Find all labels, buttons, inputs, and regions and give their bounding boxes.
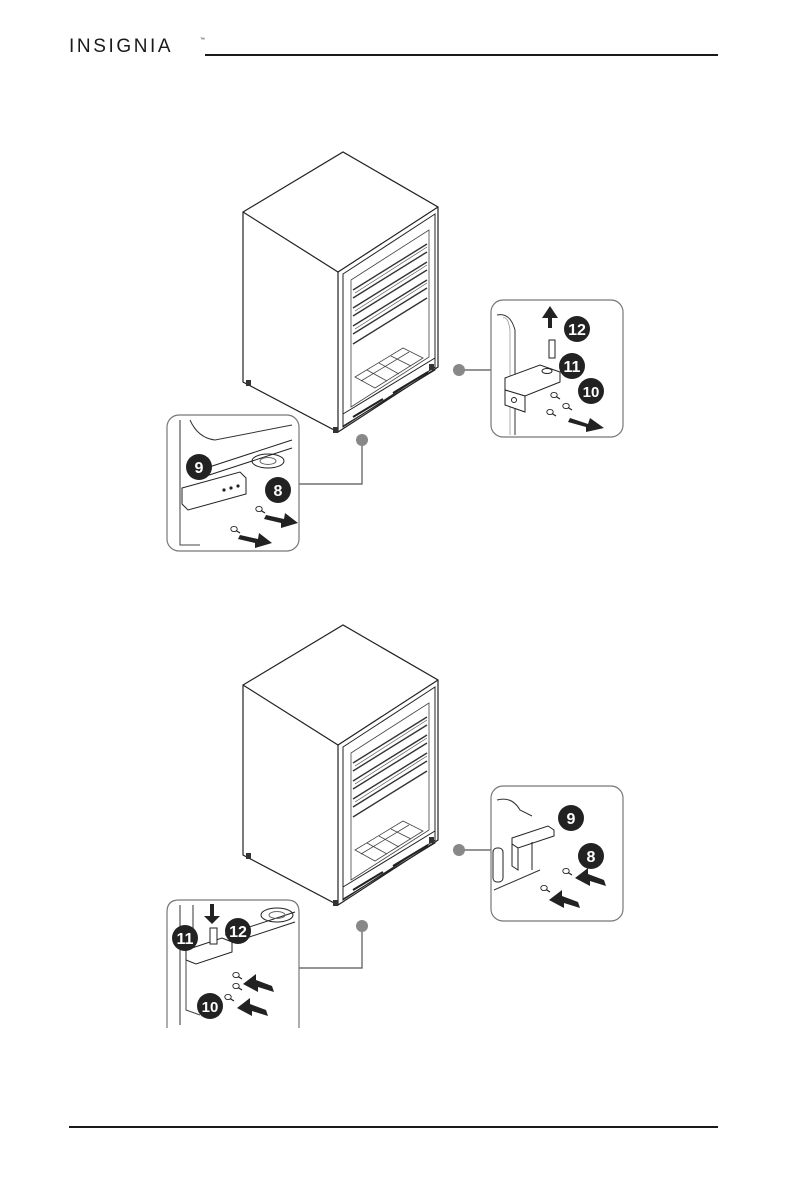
callout-9: 9 <box>558 805 584 831</box>
leader-line <box>298 440 362 484</box>
callout-8: 8 <box>578 843 604 869</box>
callout-10: 10 <box>197 993 223 1019</box>
callout-dot <box>453 364 465 376</box>
callout-11: 11 <box>559 353 585 379</box>
leader-line <box>298 926 362 968</box>
callout-dot <box>356 434 368 446</box>
svg-text:9: 9 <box>567 811 576 828</box>
callout-12: 12 <box>564 316 590 342</box>
callout-dot <box>453 844 465 856</box>
svg-text:12: 12 <box>229 924 247 941</box>
detail-top-hinge-removal <box>491 300 623 437</box>
svg-text:9: 9 <box>195 460 204 477</box>
callout-10: 10 <box>578 378 604 404</box>
svg-text:11: 11 <box>564 359 581 376</box>
svg-text:11: 11 <box>177 931 194 948</box>
svg-text:10: 10 <box>202 999 219 1016</box>
callout-9: 9 <box>186 454 212 480</box>
callout-8: 8 <box>265 477 291 503</box>
svg-text:12: 12 <box>568 322 586 339</box>
callout-12: 12 <box>225 918 251 944</box>
figure-2-wine-cooler <box>243 625 438 906</box>
svg-text:10: 10 <box>583 384 600 401</box>
figure-1-wine-cooler <box>243 152 438 433</box>
callout-11: 11 <box>172 925 198 951</box>
svg-text:8: 8 <box>274 483 283 500</box>
svg-text:8: 8 <box>587 849 596 866</box>
callout-dot <box>356 920 368 932</box>
